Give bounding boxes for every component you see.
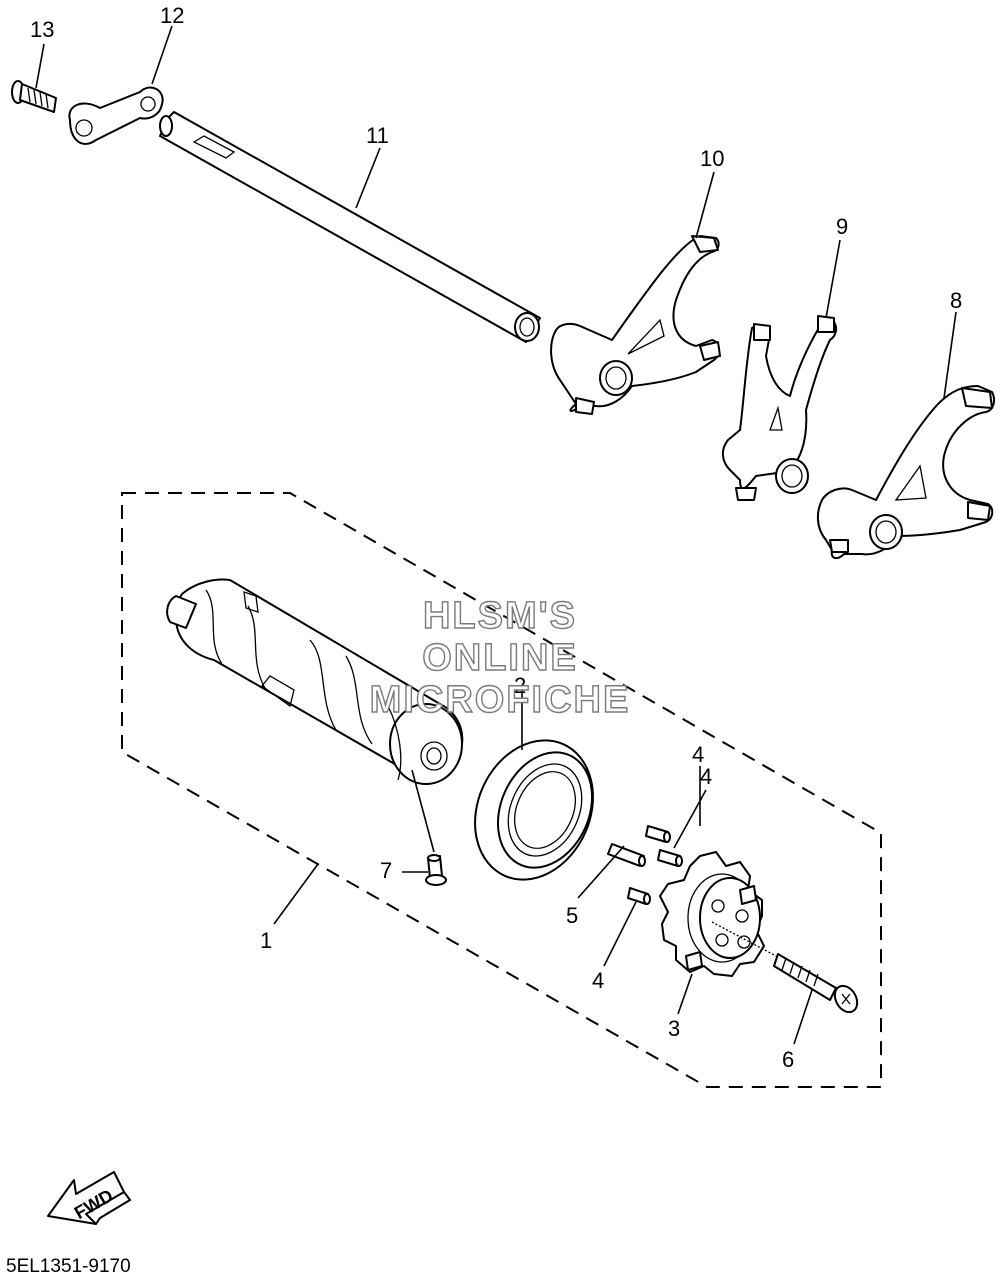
callout-4-upper-left: 4 — [692, 742, 704, 767]
part-4-pin-b — [657, 849, 683, 867]
part-5-pin — [607, 843, 646, 867]
callout-3: 3 — [668, 1016, 680, 1041]
callout-2: 2 — [514, 673, 526, 698]
part-6-screw — [711, 921, 859, 1014]
callout-11: 11 — [366, 123, 389, 148]
watermark: HLSM'S ONLINE MICROFICHE — [369, 594, 631, 721]
callout-4-lower: 4 — [592, 968, 604, 993]
watermark-line-1: HLSM'S — [423, 595, 577, 637]
leader-lines — [35, 25, 957, 1045]
callout-1: 1 — [260, 928, 272, 953]
callouts: 13 12 11 10 9 8 2 4 4 7 5 1 4 3 6 — [30, 3, 962, 1072]
part-4-pin-c — [627, 887, 651, 905]
watermark-line-3: MICROFICHE — [370, 679, 631, 721]
callout-8: 8 — [950, 288, 962, 313]
part-7-pin — [425, 854, 447, 886]
callout-10: 10 — [700, 146, 724, 171]
part-10-shift-fork — [550, 235, 721, 415]
part-2-bearing — [474, 739, 594, 881]
callout-4-upper-right: 4 — [700, 764, 712, 789]
part-13-screw — [11, 80, 57, 113]
callout-6: 6 — [782, 1047, 794, 1072]
part-1-shift-drum — [166, 578, 464, 785]
fwd-arrow-icon: FWD — [47, 1171, 132, 1225]
callout-5: 5 — [566, 903, 578, 928]
part-3-segment — [659, 851, 765, 977]
diagram-code: 5EL1351-9170 — [6, 1256, 131, 1277]
part-8-shift-fork — [816, 385, 995, 560]
callout-7: 7 — [380, 858, 392, 883]
callout-12: 12 — [160, 3, 184, 28]
callout-13: 13 — [30, 17, 54, 42]
part-12-plate — [68, 86, 164, 145]
part-9-shift-fork — [722, 315, 838, 501]
watermark-line-2: ONLINE — [422, 637, 578, 679]
callout-9: 9 — [836, 214, 848, 239]
part-4-pin-a — [645, 825, 671, 843]
assembly-boundary — [121, 492, 882, 1088]
part-11-shaft — [159, 111, 541, 343]
